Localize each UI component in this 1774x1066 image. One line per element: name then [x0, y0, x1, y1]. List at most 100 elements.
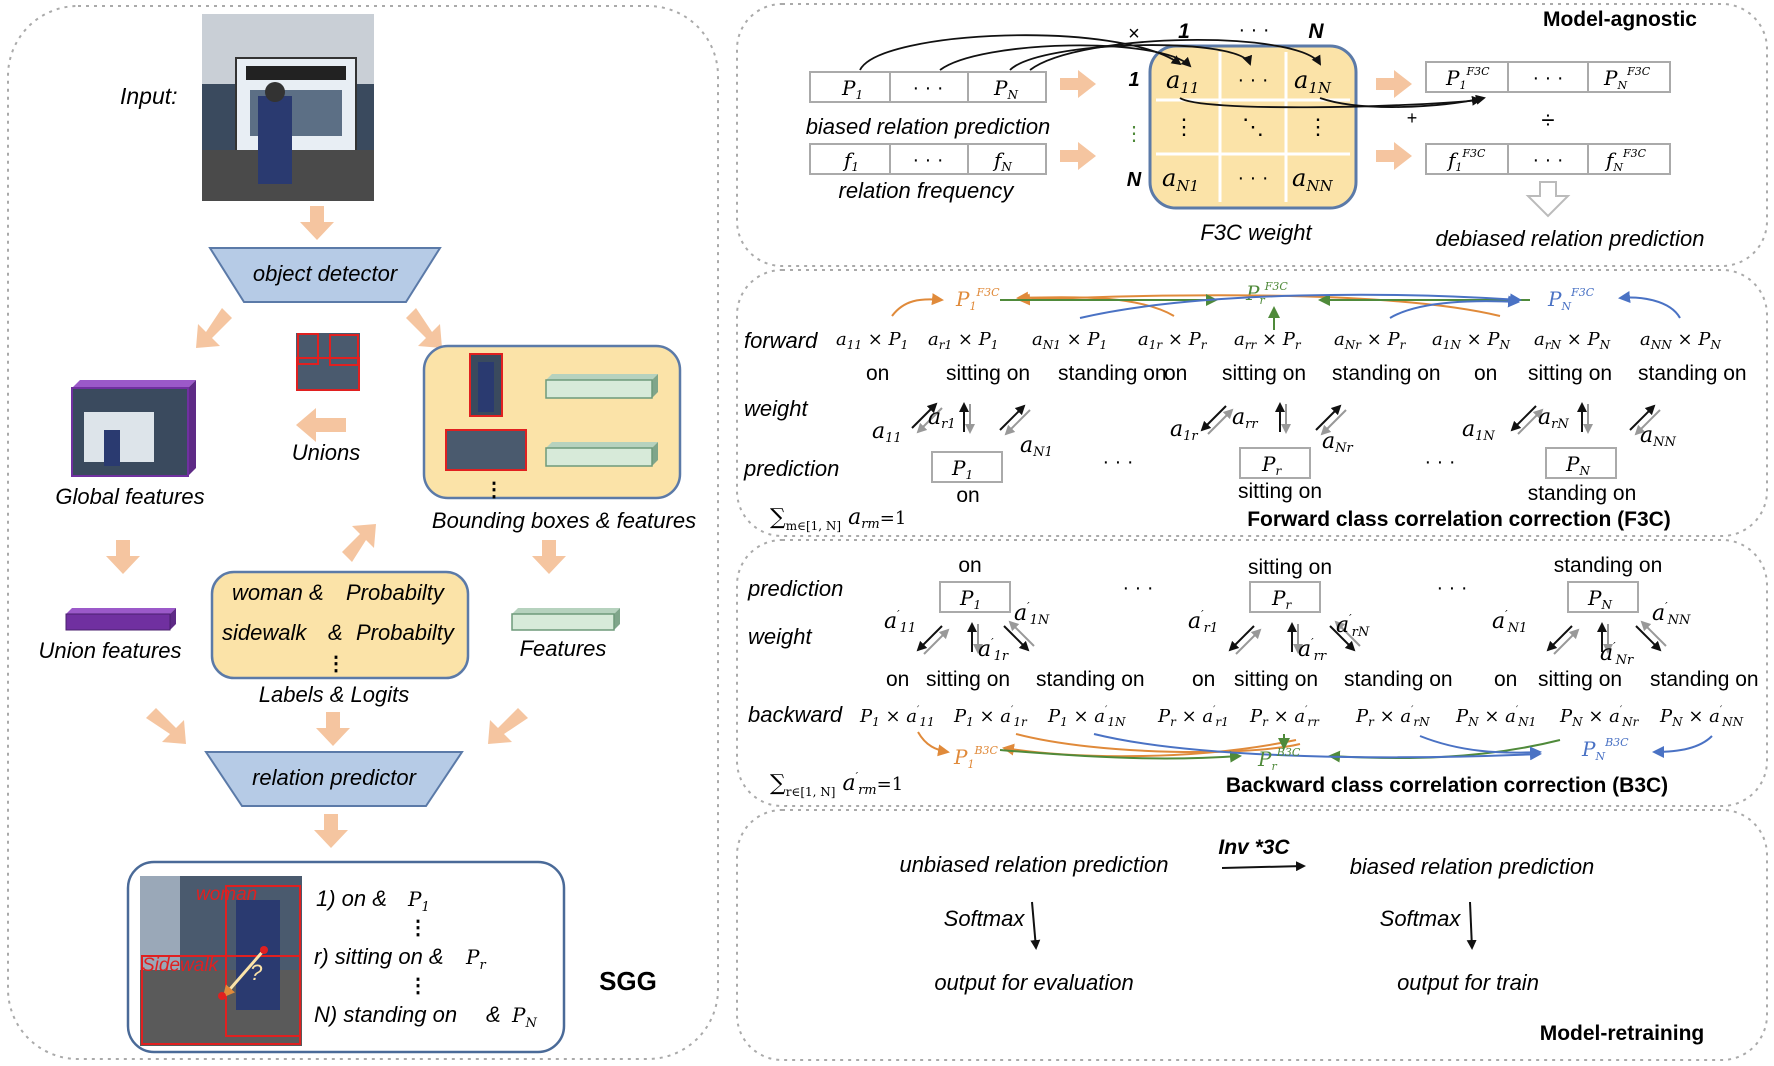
svg-text:PN: PN [1565, 452, 1590, 478]
f3c-title: Forward class correlation correction (F3… [1247, 508, 1671, 531]
svg-text:· · ·: · · · [912, 149, 943, 171]
b3c-sum-constraint: ∑r∈[1, N] a′rm=1 [770, 770, 903, 799]
p-f3c-vector: P1F3C · · · PNF3C [1425, 61, 1671, 93]
softmax-arrow-2 [1466, 901, 1477, 950]
svg-text:on: on [1164, 362, 1187, 385]
svg-text:Pr × a′r1: Pr × a′r1 [1157, 705, 1229, 729]
svg-text:a1N: a1N [1462, 417, 1495, 444]
union-features-label: Union features [38, 638, 181, 663]
labels-logits-caption: Labels & Logits [259, 682, 409, 707]
unbiased-label: unbiased relation prediction [899, 852, 1168, 877]
svg-text:P1 × a′11: P1 × a′11 [859, 705, 935, 729]
model-agnostic-panel [736, 3, 1768, 267]
features-bar [511, 608, 620, 631]
svg-text:Pr × a′rN: Pr × a′rN [1355, 705, 1430, 729]
sgg-title: SGG [599, 966, 657, 996]
svg-text:arN: arN [1538, 405, 1569, 432]
matrix-col-dots: · · · [1238, 19, 1269, 41]
output-p1: P1 [407, 887, 430, 915]
b3c-panel [736, 539, 1768, 807]
forward-products: a11 × P1 ar1 × P1 aN1 × P1 a1r × Pr arr … [836, 329, 1721, 352]
f3c-label-on: on [956, 484, 979, 507]
svg-text:aNN × PN: aNN × PN [1640, 329, 1721, 352]
svg-text:standing on: standing on [1638, 362, 1747, 385]
svg-text:arr: arr [1232, 405, 1258, 432]
row-prediction: prediction [743, 456, 839, 481]
backward-relation-labels: on sitting on standing on on sitting on … [886, 668, 1759, 691]
b3c-colored-arrows [917, 731, 1713, 763]
svg-text:standing on: standing on [1344, 668, 1453, 691]
b3c-dots-1: · · · [1122, 577, 1153, 599]
model-agnostic-title: Model-agnostic [1543, 8, 1697, 31]
bbox-features-label: Bounding boxes & features [432, 508, 696, 533]
b3c-label-on-top: on [958, 554, 981, 577]
union-features-bar [65, 608, 176, 631]
svg-text:on: on [1494, 668, 1517, 691]
svg-text:sitting on: sitting on [1538, 668, 1622, 691]
output-train-label: output for train [1397, 970, 1539, 995]
b3c-label-sitting-top: sitting on [1248, 556, 1332, 579]
vertical-ellipsis: ⋮ [408, 917, 428, 939]
output-evaluation-label: output for evaluation [934, 970, 1133, 995]
svg-text:on: on [1474, 362, 1497, 385]
output-relation-1: 1) on & [316, 886, 387, 911]
f3c-label-sitting: sitting on [1238, 480, 1322, 503]
output-relation-n: N) standing on [314, 1002, 457, 1027]
unions-label: Unions [292, 440, 360, 465]
svg-text:PN × a′Nr: PN × a′Nr [1559, 705, 1640, 729]
svg-text:ar1 × P1: ar1 × P1 [928, 329, 998, 352]
relation-predictor-trapezoid: relation predictor [204, 751, 464, 807]
matrix-times: × [1128, 23, 1140, 45]
svg-text:standing on: standing on [1036, 668, 1145, 691]
output-pn: PN [511, 1003, 537, 1031]
object-detector-trapezoid: object detector [208, 247, 442, 303]
down-hollow-arrow [1525, 181, 1571, 218]
b3c-label-standing-top: standing on [1554, 554, 1663, 577]
matrix-col-1: 1 [1178, 20, 1190, 43]
svg-text:on: on [886, 668, 909, 691]
f-f3c-vector: f1F3C · · · fNF3C [1425, 143, 1671, 175]
label-ampersand: & [328, 620, 343, 645]
pn-b3c: PNB3C [1581, 736, 1629, 763]
svg-text:· · ·: · · · [1532, 149, 1563, 171]
row-forward: forward [744, 328, 818, 353]
b3c-weight-arrows [916, 620, 1667, 655]
p1-b3c: P1B3C [953, 744, 999, 771]
multiplication-arrows [859, 34, 1486, 109]
matrix-row-n: N [1127, 169, 1142, 191]
label-probability-2: Probabilty [356, 620, 456, 645]
svg-text:a11 × P1: a11 × P1 [836, 329, 908, 352]
flow-arrow [314, 814, 348, 848]
f3c-colored-arrows [891, 291, 1681, 330]
output-ampersand: & [486, 1002, 501, 1027]
input-photo [202, 14, 374, 201]
pr-f3c: PrF3C [1245, 280, 1288, 307]
row-weight: weight [744, 396, 808, 421]
labels-logits-box: woman & Probabilty sidewalk & Probabilty… [210, 570, 470, 680]
sgg-output-box [126, 860, 566, 1054]
b3c-title: Backward class correlation correction (B… [1226, 774, 1668, 797]
inv-3c-label: Inv *3C [1218, 836, 1290, 859]
svg-text:· · ·: · · · [1532, 67, 1563, 89]
svg-text:standing on: standing on [1058, 362, 1167, 385]
svg-text:· · ·: · · · [912, 77, 943, 99]
flow-arrow [106, 524, 566, 574]
svg-text:standing on: standing on [1650, 668, 1759, 691]
features-label: Features [520, 636, 607, 661]
global-features-cube [71, 380, 196, 477]
svg-text:a1r × Pr: a1r × Pr [1138, 329, 1208, 352]
pr-b3c: PrB3C [1257, 746, 1301, 773]
svg-text:PN: PN [1587, 586, 1612, 612]
flow-arrow [196, 308, 442, 348]
f3c-prediction-boxes: P1 Pr PN [931, 447, 1617, 483]
b3c-row-weight: weight [748, 624, 812, 649]
f3c-weight-matrix: a11 · · · a1N ⋮ ⋱ ⋮ aN1 · · · aNN [1148, 44, 1358, 210]
svg-text:on: on [1192, 668, 1215, 691]
object-detector-label: object detector [253, 261, 399, 286]
softmax-label-1: Softmax [944, 906, 1026, 931]
sgg-panel [7, 5, 719, 1060]
svg-text:a′Nr: a′Nr [1600, 640, 1634, 668]
svg-text:P1 × a′1r: P1 × a′1r [953, 705, 1028, 729]
f3c-weight-caption: F3C weight [1200, 220, 1312, 245]
svg-text:aNr × Pr: aNr × Pr [1334, 329, 1407, 352]
